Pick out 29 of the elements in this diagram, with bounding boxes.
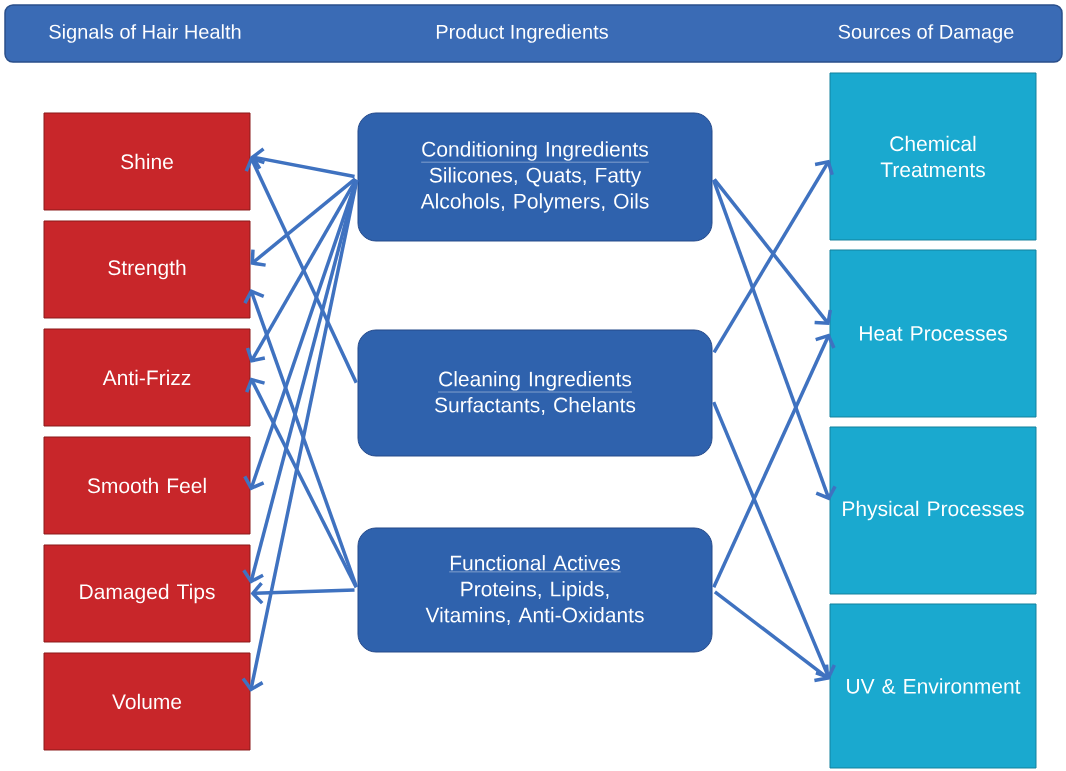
header-bar: Signals of Hair Health Product Ingredients Sources of Damage (4, 4, 1063, 63)
arrow (243, 289, 359, 588)
arrow (250, 177, 357, 267)
signal-box: Shine (43, 112, 251, 211)
signal-box: Anti-Frizz (43, 328, 251, 427)
damage-box: Heat Processes (829, 249, 1037, 418)
arrow (712, 401, 836, 680)
arrow (245, 377, 358, 589)
arrow (243, 179, 359, 491)
damage-box: UV & Environment (829, 603, 1037, 769)
signal-box: Smooth Feel (43, 436, 251, 535)
arrow (245, 178, 358, 363)
arrow (241, 179, 359, 692)
ingredient-box: Functional Actives Proteins, Lipids, Vitamins, Anti-Oxidants (357, 527, 713, 653)
signal-box: Volume (43, 652, 251, 751)
damage-box: Chemical Treatments (829, 72, 1037, 241)
arrow (712, 159, 834, 354)
arrow (711, 179, 837, 501)
arrow (713, 590, 830, 683)
arrow (250, 147, 355, 179)
ingredient-box: Conditioning Ingredients Silicones, Quats, Fatty Alcohols, Polymers, Oils (357, 112, 713, 242)
arrow (713, 178, 833, 326)
signal-box: Strength (43, 220, 251, 319)
arrow (250, 582, 355, 605)
ingredient-box: Cleaning Ingredients Surfactants, Chelants (357, 329, 713, 457)
signal-box: Damaged Tips (43, 544, 251, 643)
damage-box: Physical Processes (829, 426, 1037, 595)
arrow (712, 333, 836, 588)
arrow (244, 156, 358, 384)
